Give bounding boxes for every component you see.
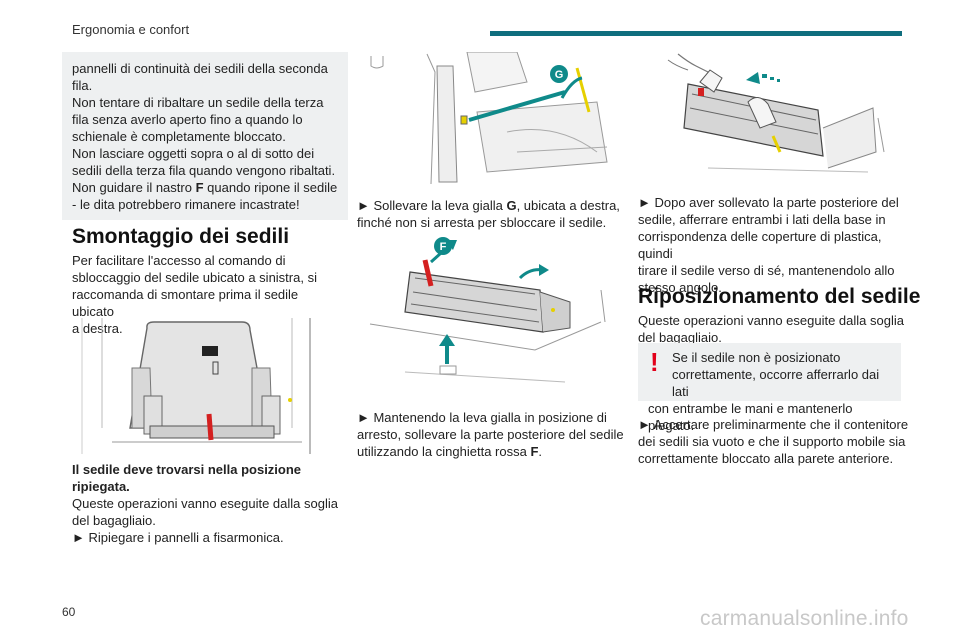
step-pull-seat: ► Dopo aver sollevato la parte posterior… <box>638 195 899 295</box>
note-line: schienale è completamente bloccato. <box>72 129 286 144</box>
callout-f: F <box>440 241 447 253</box>
warning-icon: ! <box>650 347 659 377</box>
note-line: - le dita potrebbero rimanere incastrate… <box>72 197 300 212</box>
reposition-step: ► Accertare preliminarmente che il conte… <box>638 417 909 466</box>
step-lift-seat: ► Mantenendo la leva gialla in posizione… <box>357 410 624 459</box>
removal-intro: Per facilitare l'accesso al comando di s… <box>72 253 317 336</box>
note-line: fila senza averlo aperto fino a quando l… <box>72 112 303 127</box>
warning-text: Se il sedile non è posizionato correttam… <box>648 350 880 433</box>
header-accent-bar <box>490 31 902 36</box>
note-line: Non tentare di ribaltare un sedile della… <box>72 95 324 110</box>
removal-instructions: Il sedile deve trovarsi nella posizione … <box>72 462 338 545</box>
callout-g: G <box>555 69 564 81</box>
note-line: Non lasciare oggetti sopra o al di sotto… <box>72 146 315 161</box>
folded-seat-illustration <box>81 318 311 454</box>
section-heading-removal: Smontaggio dei sedili <box>72 225 290 248</box>
step-lift-lever: ► Sollevare la leva gialla G, ubicata a … <box>357 198 620 230</box>
reposition-intro: Queste operazioni vanno eseguite dalla s… <box>638 313 904 345</box>
section-heading-reposition: Riposizionamento del sedile <box>638 285 921 308</box>
note-line: sedili della terza fila quando vengono r… <box>72 163 336 178</box>
header-title: Ergonomia e confort <box>72 22 190 37</box>
watermark: carmanualsonline.info <box>700 607 909 630</box>
yellow-lever-illustration: G <box>370 52 608 184</box>
pull-seat-illustration <box>667 53 885 173</box>
note-line: pannelli di continuità dei sedili della … <box>72 61 328 76</box>
page-number: 60 <box>62 605 76 619</box>
note-line: fila. <box>72 78 93 93</box>
warning-box: ! Se il sedile non è posizionato corrett… <box>638 343 901 433</box>
note-box: pannelli di continuità dei sedili della … <box>62 52 348 220</box>
note-line: Non guidare il nastro F quando ripone il… <box>72 180 338 195</box>
lift-seat-illustration: F <box>369 237 606 383</box>
